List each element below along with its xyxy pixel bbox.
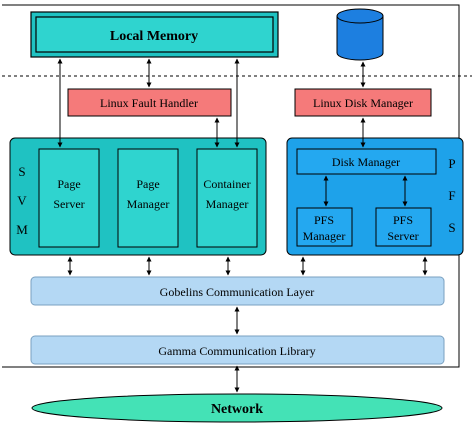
gobelins-layer-label: Gobelins Communication Layer <box>160 285 315 299</box>
linux-disk-manager-label: Linux Disk Manager <box>313 96 413 110</box>
page-server-label-line1: Page <box>57 177 80 191</box>
gamma-library-box: Gamma Communication Library <box>30 335 445 365</box>
pfs-letter-p: P <box>448 156 455 171</box>
svm-block: S V M Page Server Page Manager Container… <box>9 137 267 256</box>
pfs-manager-label-line2: Manager <box>303 229 346 243</box>
pfs-letter-s: S <box>448 220 455 235</box>
disk-icon <box>336 8 384 61</box>
linux-fault-handler-box: Linux Fault Handler <box>67 88 232 117</box>
page-manager-label-line2: Manager <box>127 197 170 211</box>
disk-manager-box: Disk Manager <box>296 148 437 175</box>
network-ellipse: Network <box>31 393 443 423</box>
container-manager-label-line2: Manager <box>206 197 249 211</box>
svm-letter-s: S <box>18 164 25 179</box>
pfs-manager-box: PFS Manager <box>296 207 353 247</box>
disk-manager-label: Disk Manager <box>332 155 400 169</box>
page-manager-label-line1: Page <box>136 177 159 191</box>
pfs-letter-f: F <box>448 188 455 203</box>
network-label: Network <box>211 402 263 417</box>
pfs-server-label-line1: PFS <box>393 213 413 227</box>
pfs-block: P F S Disk Manager PFS Manager PFS Serve… <box>286 137 464 256</box>
svm-letter-m: M <box>16 222 28 237</box>
local-memory-box: Local Memory <box>30 11 279 58</box>
gobelins-layer-box: Gobelins Communication Layer <box>30 276 445 306</box>
page-server-box: Page Server <box>38 148 100 248</box>
page-manager-box: Page Manager <box>117 148 179 248</box>
connector-arrows <box>57 58 428 393</box>
container-manager-box: Container Manager <box>196 148 258 248</box>
pfs-server-label-line2: Server <box>387 229 418 243</box>
page-server-label-line2: Server <box>53 197 84 211</box>
container-manager-label-line1: Container <box>203 177 250 191</box>
pfs-manager-label-line1: PFS <box>314 213 334 227</box>
pfs-server-box: PFS Server <box>375 207 432 247</box>
linux-disk-manager-box: Linux Disk Manager <box>294 88 432 117</box>
gamma-library-label: Gamma Communication Library <box>158 344 315 358</box>
local-memory-label: Local Memory <box>110 29 198 44</box>
svm-letter-v: V <box>17 193 27 208</box>
linux-fault-handler-label: Linux Fault Handler <box>100 96 198 110</box>
